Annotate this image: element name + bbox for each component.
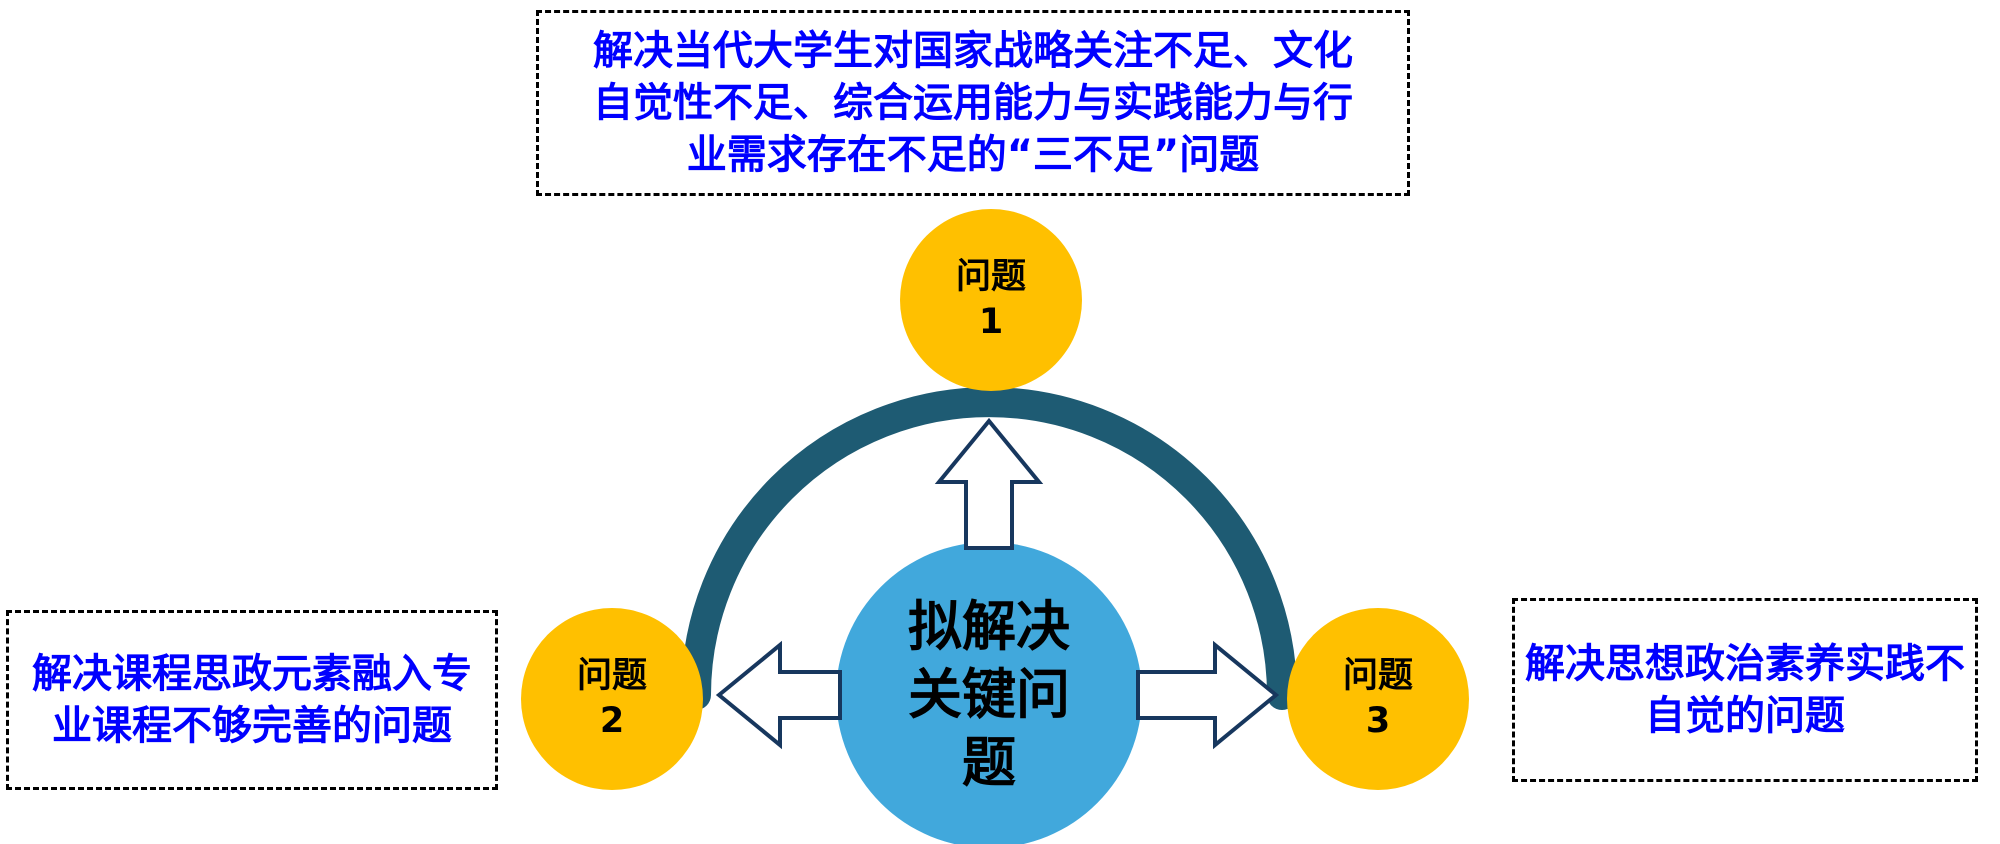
center-topic-line: 题 xyxy=(962,731,1016,794)
center-topic-line: 拟解决 xyxy=(908,595,1070,658)
right-arrow xyxy=(1136,640,1280,750)
problem-1-description-line: 解决当代大学生对国家战略关注不足、文化 xyxy=(593,28,1353,74)
problem-3-number: 3 xyxy=(1365,701,1391,741)
problem-2-circle: 问题 2 xyxy=(521,608,703,790)
problem-3-description-line: 解决思想政治素养实践不 xyxy=(1525,641,1965,687)
problem-1-label: 问题 xyxy=(955,257,1026,297)
problem-1-number: 1 xyxy=(978,302,1004,342)
up-arrow xyxy=(934,417,1044,550)
problem-3-description-line: 自觉的问题 xyxy=(1645,693,1845,739)
problem-2-label: 问题 xyxy=(576,656,647,696)
problem-3-circle: 问题 3 xyxy=(1287,608,1469,790)
problem-2-number: 2 xyxy=(599,701,625,741)
problem-2-description-line: 业课程不够完善的问题 xyxy=(52,703,452,749)
problem-2-description-line: 解决课程思政元素融入专 xyxy=(32,651,472,697)
problem-3-description-box: 解决思想政治素养实践不 自觉的问题 xyxy=(1512,598,1978,782)
problem-1-description-line: 自觉性不足、综合运用能力与实践能力与行 xyxy=(593,80,1353,126)
problem-3-label: 问题 xyxy=(1342,656,1413,696)
problem-1-circle: 问题 1 xyxy=(900,209,1082,391)
center-topic-circle: 拟解决 关键问 题 xyxy=(836,542,1142,844)
problem-1-description-line: 业需求存在不足的“三不足”问题 xyxy=(686,132,1260,178)
problem-1-description-box: 解决当代大学生对国家战略关注不足、文化 自觉性不足、综合运用能力与实践能力与行 … xyxy=(536,10,1410,196)
left-arrow xyxy=(715,640,842,750)
center-topic-line: 关键问 xyxy=(908,663,1070,726)
problem-2-description-box: 解决课程思政元素融入专 业课程不够完善的问题 xyxy=(6,610,498,790)
